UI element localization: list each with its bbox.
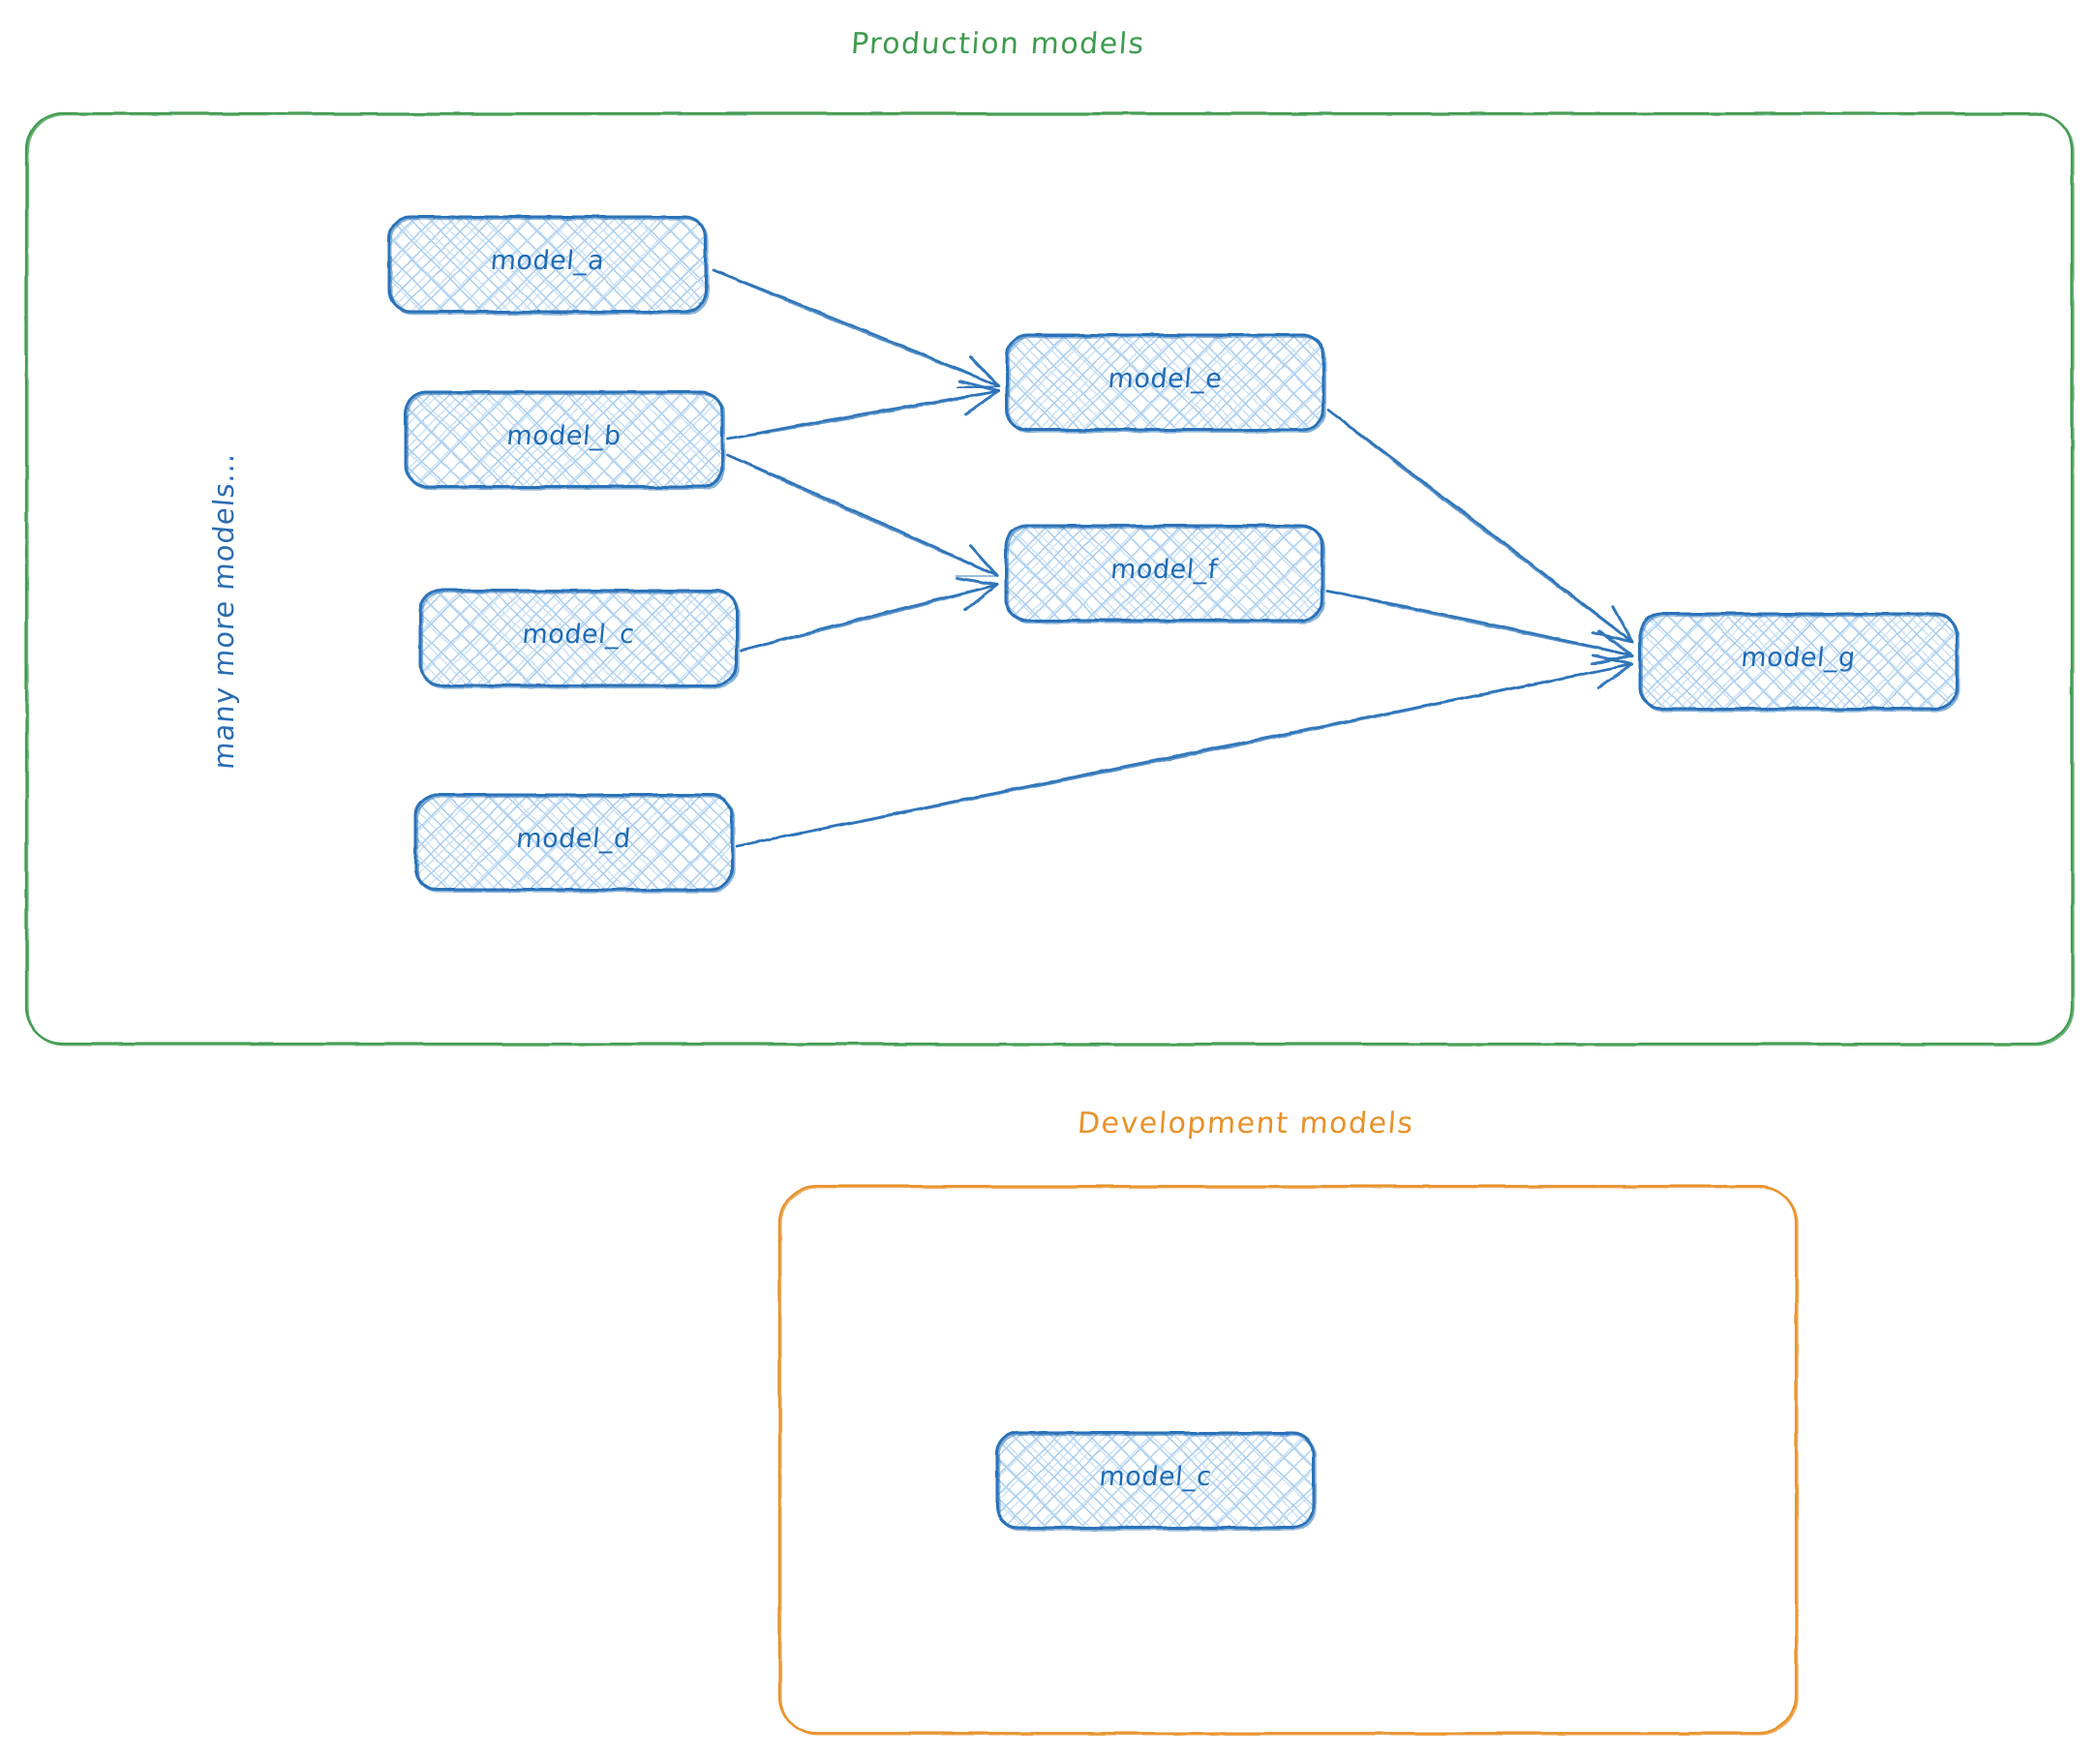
side-note-many-more-models: many more models... — [207, 450, 240, 771]
group-frames — [24, 111, 2075, 1736]
node-label-model_a: model_a — [489, 246, 606, 276]
edge-model_c_prod-to-model_f — [740, 576, 999, 653]
group-frame-development — [777, 1184, 1799, 1736]
node-label-model_c_prod: model_c — [521, 620, 636, 650]
node-model_d[interactable] — [413, 793, 736, 894]
group-title-development: Development models — [1076, 1107, 1415, 1141]
node-model_c_prod[interactable] — [418, 589, 741, 689]
edge-model_b-to-model_e — [726, 380, 1001, 441]
node-label-model_d: model_d — [515, 824, 632, 854]
node-model_e[interactable] — [1005, 333, 1327, 434]
node-label-model_c_dev: model_c — [1098, 1462, 1213, 1492]
node-label-model_e: model_e — [1107, 364, 1224, 394]
edge-model_d-to-model_g — [735, 654, 1634, 848]
edge-model_a-to-model_e — [712, 268, 1001, 389]
node-model_a[interactable] — [387, 215, 710, 316]
edge-model_f-to-model_g — [1325, 589, 1634, 666]
group-frame-production — [24, 111, 2075, 1047]
node-model_b[interactable] — [404, 390, 726, 491]
node-label-model_f: model_f — [1108, 555, 1220, 585]
node-label-model_b: model_b — [505, 421, 622, 451]
edge-model_e-to-model_g — [1326, 409, 1634, 644]
node-model_g[interactable] — [1638, 612, 1960, 713]
node-model_c_dev[interactable] — [995, 1431, 1318, 1532]
node-model_f[interactable] — [1004, 524, 1326, 624]
group-title-production: Production models — [849, 27, 1146, 61]
nodes-layer — [387, 215, 1960, 1532]
edges-layer — [712, 268, 1634, 848]
edge-model_b-to-model_f — [726, 453, 999, 578]
node-label-model_g: model_g — [1740, 643, 1857, 673]
